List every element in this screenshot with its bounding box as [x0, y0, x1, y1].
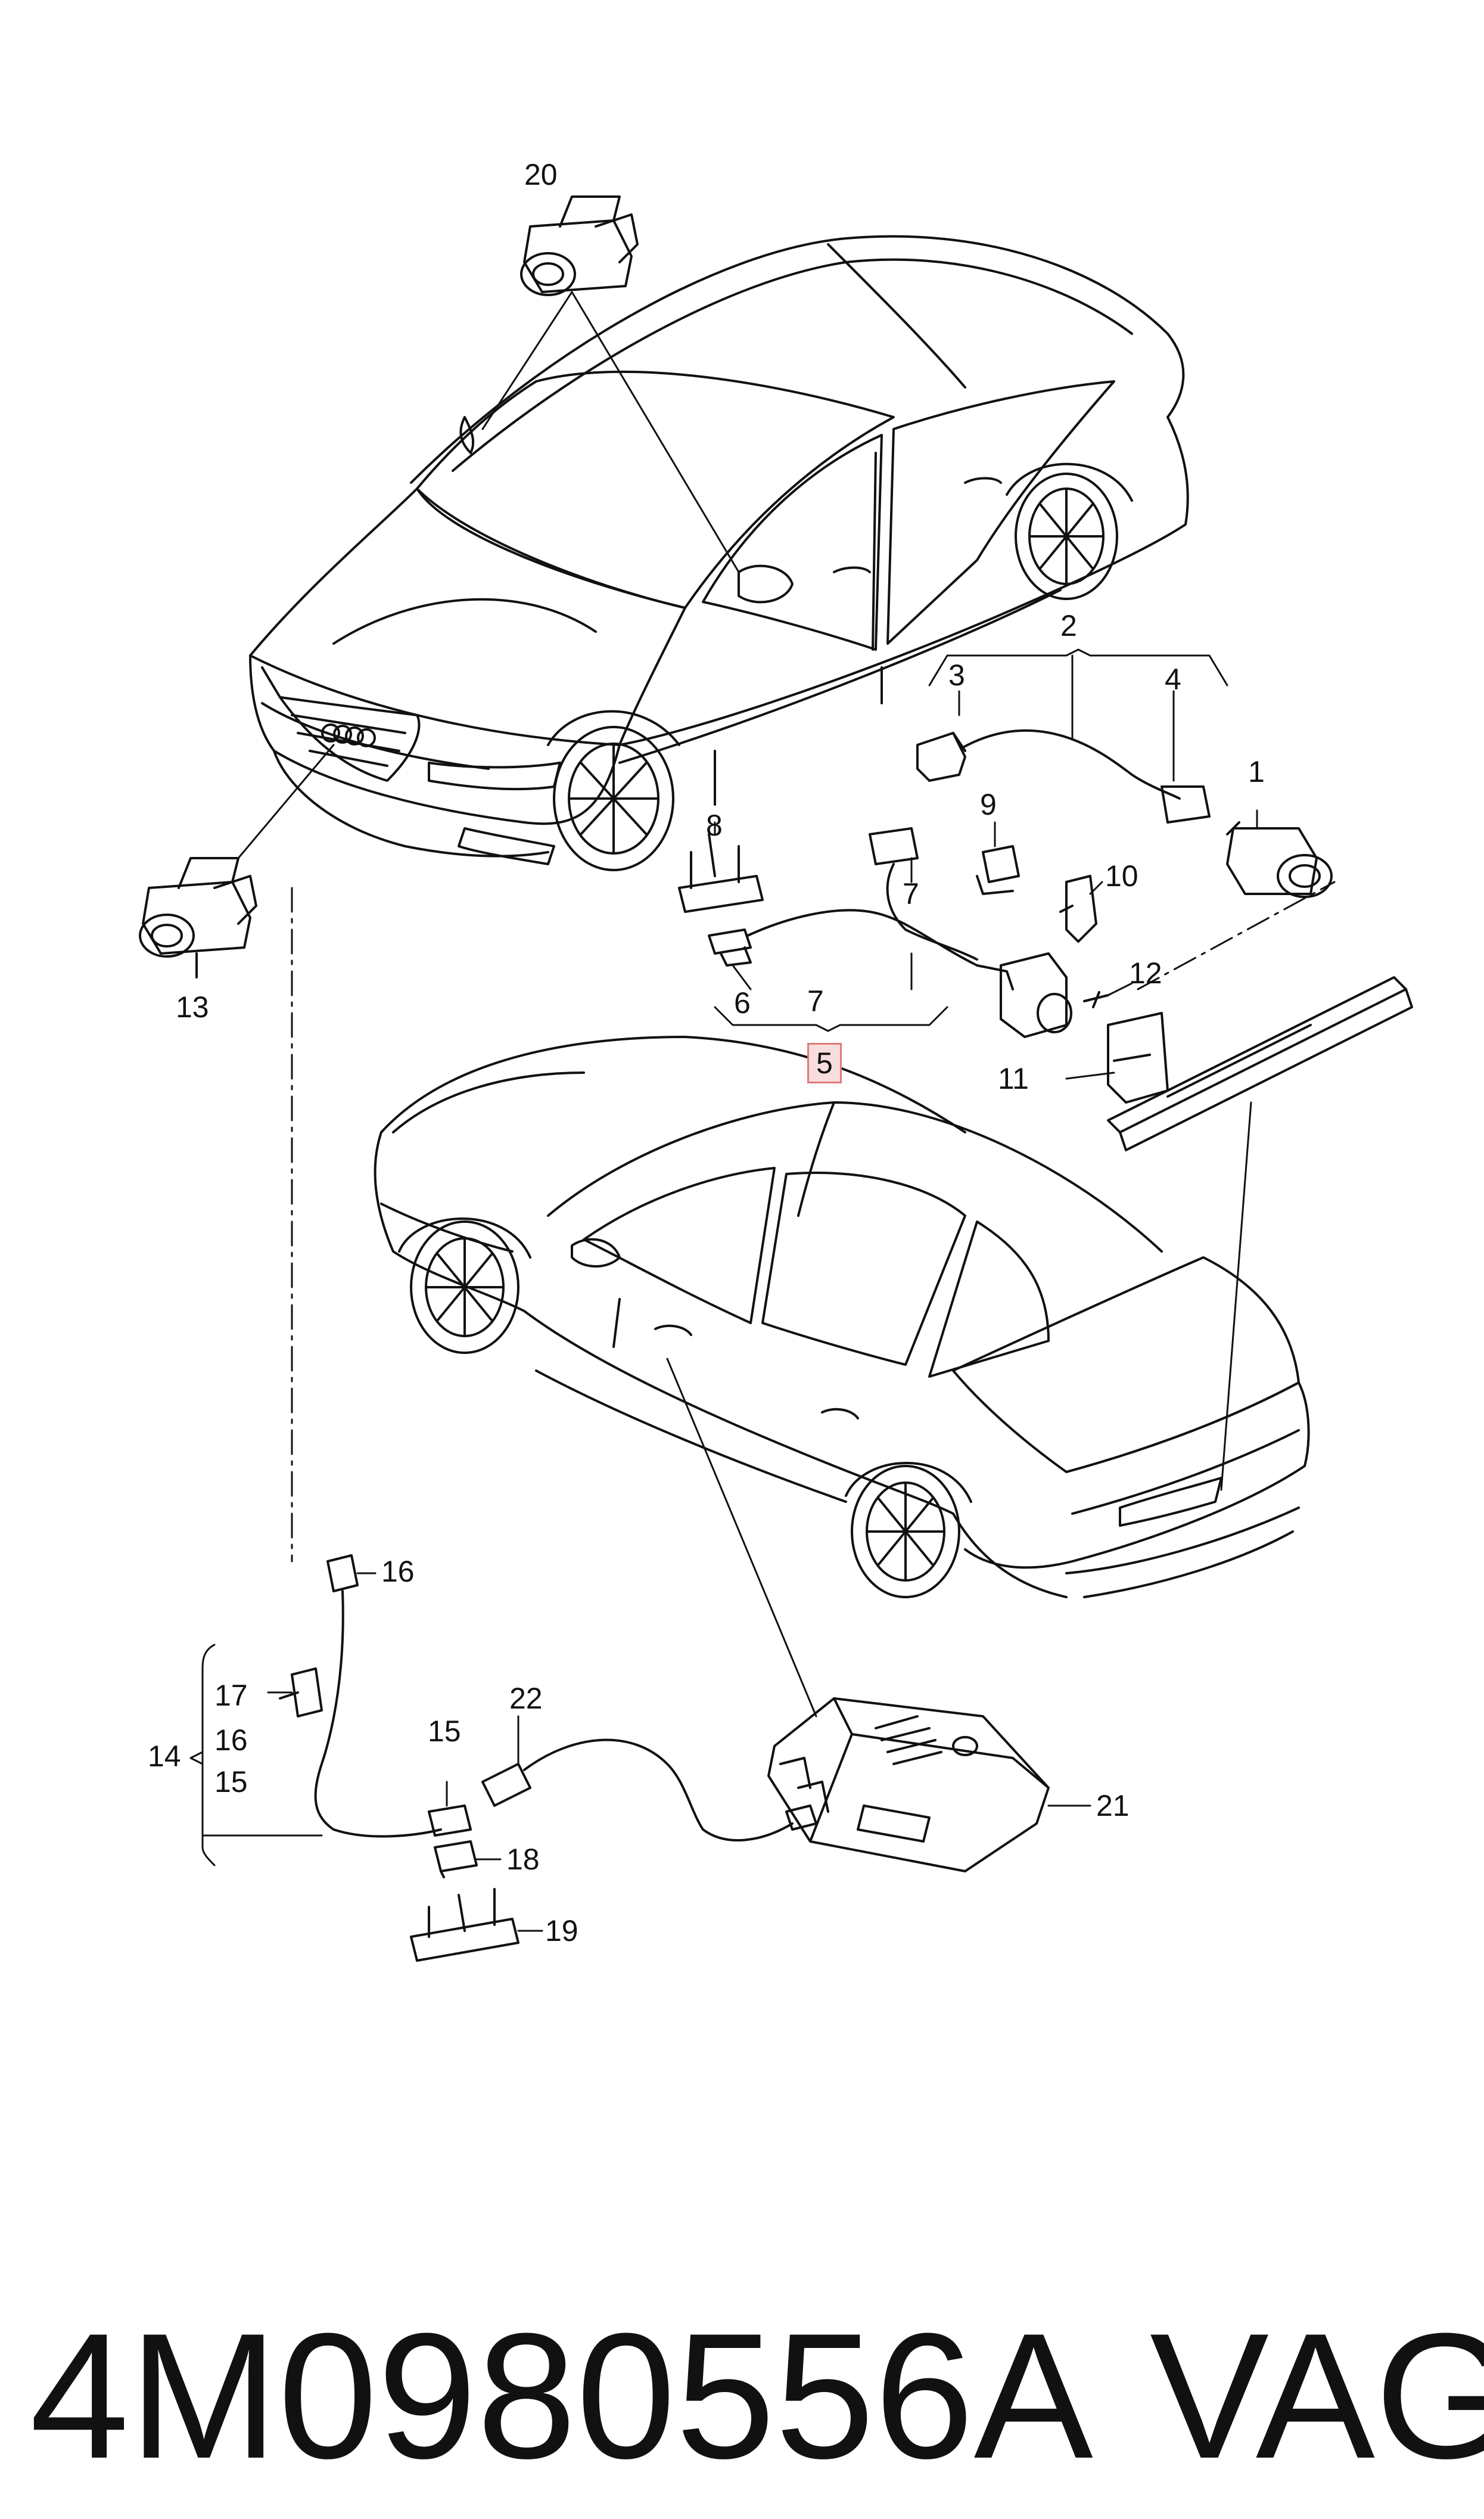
callout-7-lower: 7 — [807, 984, 824, 1018]
callout-3: 3 — [948, 659, 965, 692]
bracket-10 — [1059, 875, 1097, 943]
callout-6: 6 — [734, 986, 751, 1020]
callout-1: 1 — [1248, 755, 1265, 788]
callout-16-upper: 16 — [381, 1555, 415, 1588]
callout-4: 4 — [1165, 663, 1181, 696]
brand-label: VAG — [1150, 2296, 1484, 2496]
clip-18 — [434, 1840, 478, 1878]
sensor-20 — [520, 195, 639, 296]
callout-2: 2 — [1060, 609, 1077, 642]
top-car-illustration — [249, 235, 1189, 871]
dash-dot-lines — [291, 881, 1336, 1563]
callout-13: 13 — [176, 990, 209, 1024]
bracket-19 — [410, 1888, 519, 1962]
callout-7-upper: 7 — [903, 877, 919, 911]
callout-15-right: 15 — [428, 1714, 461, 1748]
callout-10: 10 — [1105, 859, 1138, 893]
callout-19: 19 — [545, 1914, 578, 1948]
sensor-13 — [139, 857, 257, 979]
bracket-8 — [678, 833, 764, 913]
callout-14: 14 — [148, 1740, 181, 1773]
callout-16-lower: 16 — [214, 1723, 248, 1757]
callout-12: 12 — [1129, 956, 1162, 990]
callout-18: 18 — [506, 1843, 540, 1876]
callout-9: 9 — [980, 788, 997, 821]
callout-15-left: 15 — [214, 1765, 248, 1799]
cable-22 — [481, 1738, 817, 1842]
callout-22: 22 — [509, 1682, 543, 1715]
trim-strip — [1107, 976, 1413, 1151]
callout-8: 8 — [706, 809, 723, 842]
harness-2 — [916, 729, 1211, 824]
callout-21: 21 — [1096, 1789, 1130, 1822]
sensor-1 — [1226, 821, 1333, 898]
clip-9 — [976, 845, 1020, 895]
bottom-car-illustration — [374, 1036, 1310, 1598]
leader-lines — [189, 291, 1258, 1932]
harness-5 — [708, 827, 1072, 1038]
screw-12 — [1083, 991, 1109, 1008]
callout-11: 11 — [998, 1062, 1029, 1095]
part-number: 4M0980556A — [30, 2296, 1093, 2496]
bracket-11 — [1107, 1012, 1169, 1104]
callout-20: 20 — [524, 158, 558, 191]
callout-17: 17 — [214, 1679, 248, 1712]
callout-5-highlighted: 5 — [807, 1043, 842, 1083]
clip-17 — [279, 1667, 323, 1717]
control-module-21 — [767, 1697, 1050, 1872]
cable-16 — [314, 1554, 472, 1838]
